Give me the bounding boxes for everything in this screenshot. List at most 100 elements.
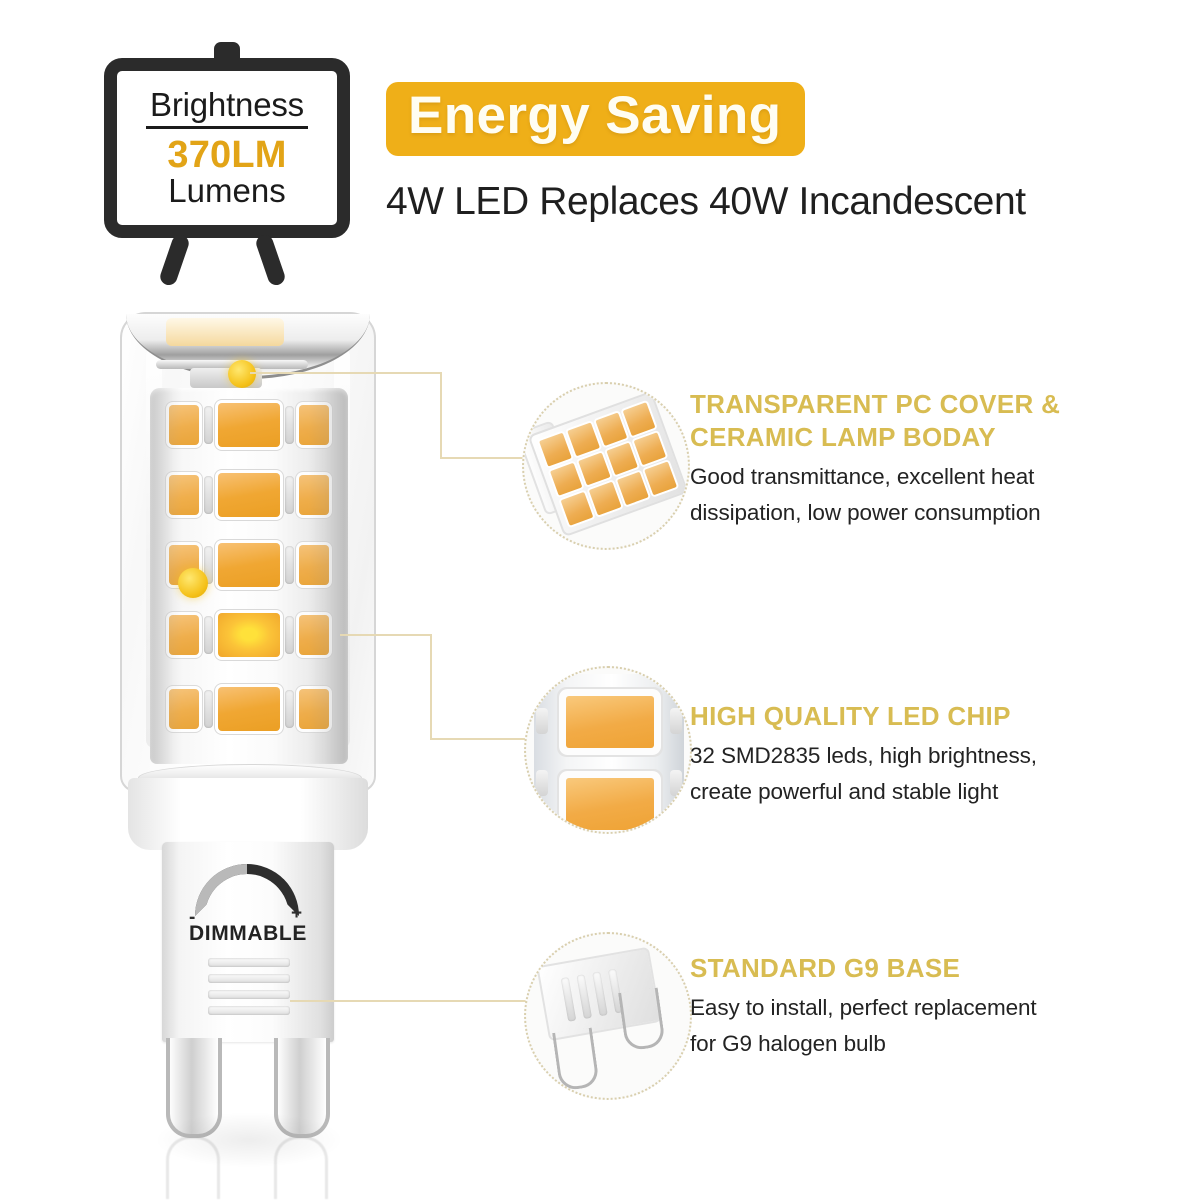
header-subtitle: 4W LED Replaces 40W Incandescent [386, 179, 1026, 223]
module-chip [633, 431, 667, 466]
body-slot [285, 616, 294, 654]
module-chip [622, 402, 656, 436]
brightness-label: Brightness [146, 87, 308, 129]
led-chip-center [218, 403, 280, 447]
vent-slat [208, 958, 290, 967]
g9-pin-right-reflection [274, 1136, 328, 1199]
led-chip-center [218, 687, 280, 731]
g9-macro-slat [560, 977, 577, 1022]
macro-led-chip-top [566, 696, 654, 748]
feature-body: 32 SMD2835 leds, high brightness, create… [690, 738, 1120, 811]
g9-macro-slat [592, 971, 608, 1017]
module-chip [605, 442, 639, 476]
led-chip [299, 689, 329, 729]
module-chip [644, 461, 677, 496]
module-chip [567, 422, 600, 457]
g9-macro-slat [576, 974, 592, 1019]
body-slot [285, 406, 294, 444]
led-chip [299, 475, 329, 515]
feature-body: Easy to install, perfect replacement for… [690, 990, 1120, 1063]
g9-pin-left [166, 1038, 222, 1138]
body-slot [204, 476, 213, 514]
led-chip [299, 615, 329, 655]
feature-text-led-chip: HIGH QUALITY LED CHIP 32 SMD2835 leds, h… [690, 700, 1120, 811]
easel-board: Brightness 370LM Lumens [104, 58, 350, 238]
feature-body-line1: 32 SMD2835 leds, high brightness, [690, 742, 1037, 768]
body-slot [204, 690, 213, 728]
feature-body-line1: Easy to install, perfect replacement [690, 994, 1037, 1020]
vent-slat [208, 990, 290, 999]
vent-slat [208, 974, 290, 983]
module-chip [560, 492, 594, 526]
bulb-top-lens-glow [166, 318, 284, 346]
bulb-white-shoulder [128, 778, 368, 850]
vent-slat [208, 1006, 290, 1015]
led-chip [169, 689, 199, 729]
led-chip [169, 475, 199, 515]
brightness-unit: Lumens [168, 172, 286, 210]
easel-legs [104, 230, 350, 288]
easel-leg-right [253, 232, 288, 288]
lead-line-3-horizontal [290, 1000, 530, 1002]
g9-macro-pin-left [552, 1027, 600, 1092]
led-chip-center-highlighted [218, 613, 280, 657]
g9-base-block: - + DIMMABLE [162, 842, 334, 1042]
led-row [150, 394, 348, 456]
led-chip [169, 405, 199, 445]
dimmer-plus-sign: + [291, 903, 303, 924]
led-row [150, 678, 348, 740]
feature-body-line1: Good transmittance, excellent heat [690, 463, 1035, 489]
lead-line-2-horizontal-a [340, 634, 430, 636]
module-chip [594, 412, 628, 446]
body-slot [285, 690, 294, 728]
feature-inset-led-chip [524, 666, 692, 834]
feature-body: Good transmittance, excellent heat dissi… [690, 459, 1120, 532]
inset-photo-g9-base [526, 934, 690, 1098]
body-slot [204, 406, 213, 444]
dimmable-label: DIMMABLE [189, 922, 307, 945]
macro-notch [536, 770, 548, 796]
body-slot [204, 616, 213, 654]
g9-led-bulb-illustration: - + DIMMABLE [104, 312, 394, 1199]
feature-title-line1: HIGH QUALITY LED CHIP [690, 701, 1011, 731]
header-block: Energy Saving 4W LED Replaces 40W Incand… [386, 82, 1126, 224]
inset-photo-led-chip [526, 668, 690, 832]
feature-body-line2: for G9 halogen bulb [690, 1031, 886, 1057]
lead-line-1-horizontal-a [250, 372, 440, 374]
g9-pin-right [274, 1038, 330, 1138]
feature-text-g9-base: STANDARD G9 BASE Easy to install, perfec… [690, 952, 1120, 1063]
base-vent-slats [208, 958, 290, 1022]
brightness-easel-sign: Brightness 370LM Lumens [104, 42, 350, 288]
led-row [150, 464, 348, 526]
led-chip [299, 405, 329, 445]
module-chip [549, 462, 583, 497]
lead-line-1-vertical [440, 372, 442, 457]
module-chip [616, 471, 649, 506]
g9-macro-pin-right [618, 987, 666, 1052]
feature-text-pc-cover: TRANSPARENT PC COVER & CERAMIC LAMP BODA… [690, 388, 1120, 531]
module-chip [539, 432, 572, 467]
macro-led-chip-bottom [566, 778, 654, 830]
module-chip [588, 482, 622, 516]
feature-body-line2: create powerful and stable light [690, 779, 999, 805]
dimmer-minus-sign: - [189, 907, 196, 928]
body-slot [204, 546, 213, 584]
macro-notch [670, 708, 682, 734]
easel-leg-left [157, 232, 192, 288]
feature-body-line2: dissipation, low power consumption [690, 499, 1041, 525]
inset-photo-pc-cover [524, 384, 688, 548]
lead-line-2-horizontal-b [430, 738, 530, 740]
body-slot [285, 546, 294, 584]
lead-line-1-horizontal-b [440, 457, 530, 459]
led-chip [169, 615, 199, 655]
led-chip-center [218, 473, 280, 517]
led-chip [299, 545, 329, 585]
brightness-value: 370LM [167, 133, 287, 176]
module-chip [577, 452, 611, 486]
feature-title-line2: CERAMIC LAMP BODAY [690, 421, 996, 452]
led-module-tilted [527, 390, 688, 538]
callout-dot-top-cover [228, 360, 256, 388]
dimmer-arc-light-segment [195, 864, 247, 916]
feature-inset-pc-cover [522, 382, 690, 550]
